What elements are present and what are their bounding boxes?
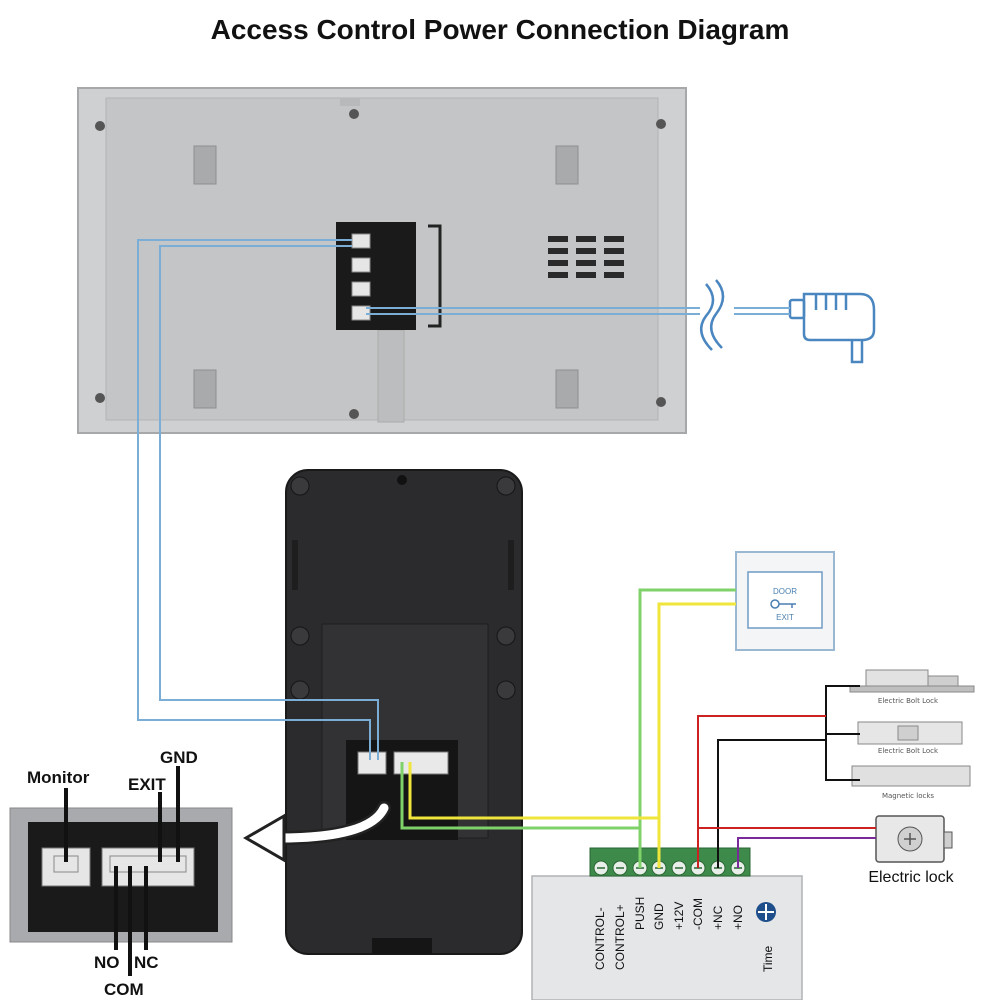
terminal-label: CONTROL- [593, 907, 607, 970]
key-icon [770, 599, 796, 609]
terminal-label: -COM [691, 898, 705, 930]
gnd-label: GND [160, 748, 198, 767]
terminal-label: PUSH [633, 897, 647, 930]
power-wire [366, 307, 790, 315]
no-label: NO [94, 953, 120, 972]
screw-icon [349, 109, 359, 119]
lock-bracket-wire [825, 685, 860, 781]
time-label: Time [761, 945, 775, 972]
exit-button: DOOR EXIT [735, 551, 835, 651]
outdoor-station [285, 469, 523, 955]
connector-zoom-inset [9, 766, 233, 976]
electric-bolt-lock-1: Electric Bolt Lock [849, 669, 975, 705]
lock-label: Electric Bolt Lock [878, 747, 939, 755]
electric-bolt-lock-2: Electric Bolt Lock [857, 721, 963, 755]
timer-knob-icon [756, 902, 776, 922]
terminal-label: GND [652, 903, 666, 930]
lock-wire [697, 715, 876, 868]
screw-icon [656, 119, 666, 129]
lock-connector [393, 751, 449, 775]
lock-label: Electric Bolt Lock [878, 697, 939, 705]
exit-button-wire [638, 588, 736, 868]
electric-lock-label: Electric lock [868, 869, 954, 886]
indoor-monitor [77, 87, 687, 434]
curved-arrow-icon [243, 801, 391, 863]
lock-label: Magnetic locks [882, 792, 934, 800]
power-adapter-icon [699, 279, 876, 364]
exit-button-line2: EXIT [776, 613, 794, 622]
exit-button-line1: DOOR [773, 587, 797, 596]
exit-label: EXIT [128, 775, 166, 794]
terminal-label: +12V [672, 902, 686, 930]
screw-icon [95, 121, 105, 131]
monitor-wire [137, 239, 379, 760]
monitor-connector [357, 751, 387, 775]
terminal-label: +NC [711, 905, 725, 930]
screw-icon [95, 393, 105, 403]
nc-label: NC [134, 953, 159, 972]
screw-icon [656, 397, 666, 407]
screw-icon [349, 409, 359, 419]
monitor-label: Monitor [27, 768, 90, 787]
power-control-box: CONTROL- CONTROL+ PUSH GND +12V -COM +NC… [531, 847, 803, 1000]
terminal-label: CONTROL+ [613, 904, 627, 970]
terminal-label: +NO [731, 905, 745, 930]
diagram-title: Access Control Power Connection Diagram [210, 14, 790, 45]
magnetic-lock: Magnetic locks [851, 765, 971, 800]
com-label: COM [104, 980, 144, 999]
electric-lock: Electric lock [868, 815, 955, 886]
station-lock-wire [400, 762, 661, 868]
